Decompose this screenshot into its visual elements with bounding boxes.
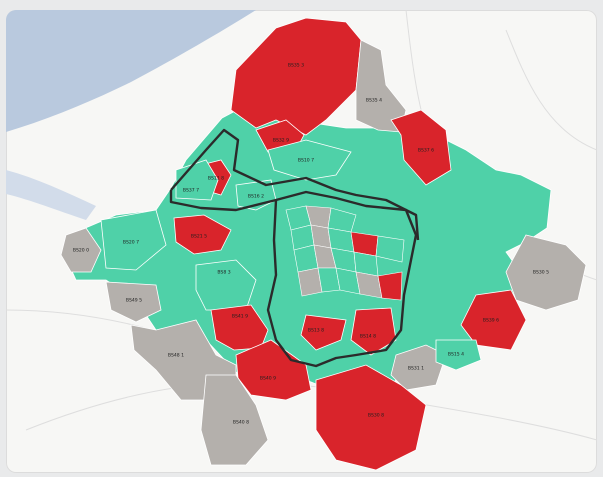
district-label: BS14 8: [360, 334, 376, 340]
district-bs20-7[interactable]: [100, 209, 167, 271]
district-label: BS30 8: [368, 413, 384, 419]
inner-district-cell[interactable]: [375, 235, 405, 263]
district-label: BS10 7: [298, 158, 314, 164]
district-label: BS31 1: [408, 366, 424, 372]
district-labels: BS35 3 BS35 4 BS32 9 BS37 6 BS10 7 BS11 8 BS37…: [73, 63, 549, 426]
district-bs15-4[interactable]: [435, 339, 482, 371]
district-label: BS20 0: [73, 248, 89, 254]
district-label: BS40 8: [233, 420, 249, 426]
district-label: BS13 8: [308, 328, 324, 334]
district-label: BS20 7: [123, 240, 139, 246]
district-bs30-8[interactable]: [315, 364, 427, 471]
inner-city-districts: [285, 205, 405, 301]
district-bs49-5[interactable]: [105, 281, 162, 323]
inner-district-cell[interactable]: [377, 271, 403, 301]
district-label: BS32 9: [273, 138, 289, 144]
district-bs20-0[interactable]: [60, 227, 102, 273]
district-patches: [60, 17, 587, 471]
district-label: BS11 8: [208, 176, 224, 182]
estuary-water: [6, 10, 256, 132]
admin-boundaries: [169, 128, 420, 368]
district-bs13-8[interactable]: [300, 314, 347, 351]
north-boundary: [170, 128, 420, 241]
estuary-water-lower: [6, 170, 96, 220]
district-label: BS37 7: [183, 188, 199, 194]
district-bs37-6[interactable]: [390, 109, 452, 186]
city-boundary: [266, 190, 418, 368]
district-label: BS8 3: [217, 270, 230, 276]
district-label: BS30 5: [533, 270, 549, 276]
district-label: BS41 9: [232, 314, 248, 320]
district-label: BS37 6: [418, 148, 434, 154]
west-boundary: [169, 190, 277, 212]
district-bs14-8[interactable]: [350, 307, 397, 356]
district-bs10-7[interactable]: [267, 139, 352, 181]
district-label: BS48 1: [168, 353, 184, 359]
district-bs37-7[interactable]: [175, 159, 219, 201]
district-bs39-6[interactable]: [460, 289, 527, 351]
district-bs35-3[interactable]: [230, 17, 362, 136]
district-label: BS39 6: [483, 318, 499, 324]
district-bs40-8[interactable]: [200, 374, 269, 466]
map-card[interactable]: BS35 3 BS35 4 BS32 9 BS37 6 BS10 7 BS11 8 BS37…: [6, 10, 597, 473]
district-label: BS35 4: [366, 98, 382, 104]
district-label: BS15 4: [448, 352, 464, 358]
district-label: BS35 3: [288, 63, 304, 69]
district-bs21-5[interactable]: [173, 214, 232, 255]
district-label: BS16 2: [248, 194, 264, 200]
district-label: BS49 5: [126, 298, 142, 304]
district-label: BS21 5: [191, 234, 207, 240]
postcode-district-map[interactable]: BS35 3 BS35 4 BS32 9 BS37 6 BS10 7 BS11 8 BS37…: [6, 10, 597, 473]
district-bs31-1[interactable]: [390, 344, 447, 391]
district-label: BS40 9: [260, 376, 276, 382]
district-bs30-5[interactable]: [505, 234, 587, 311]
